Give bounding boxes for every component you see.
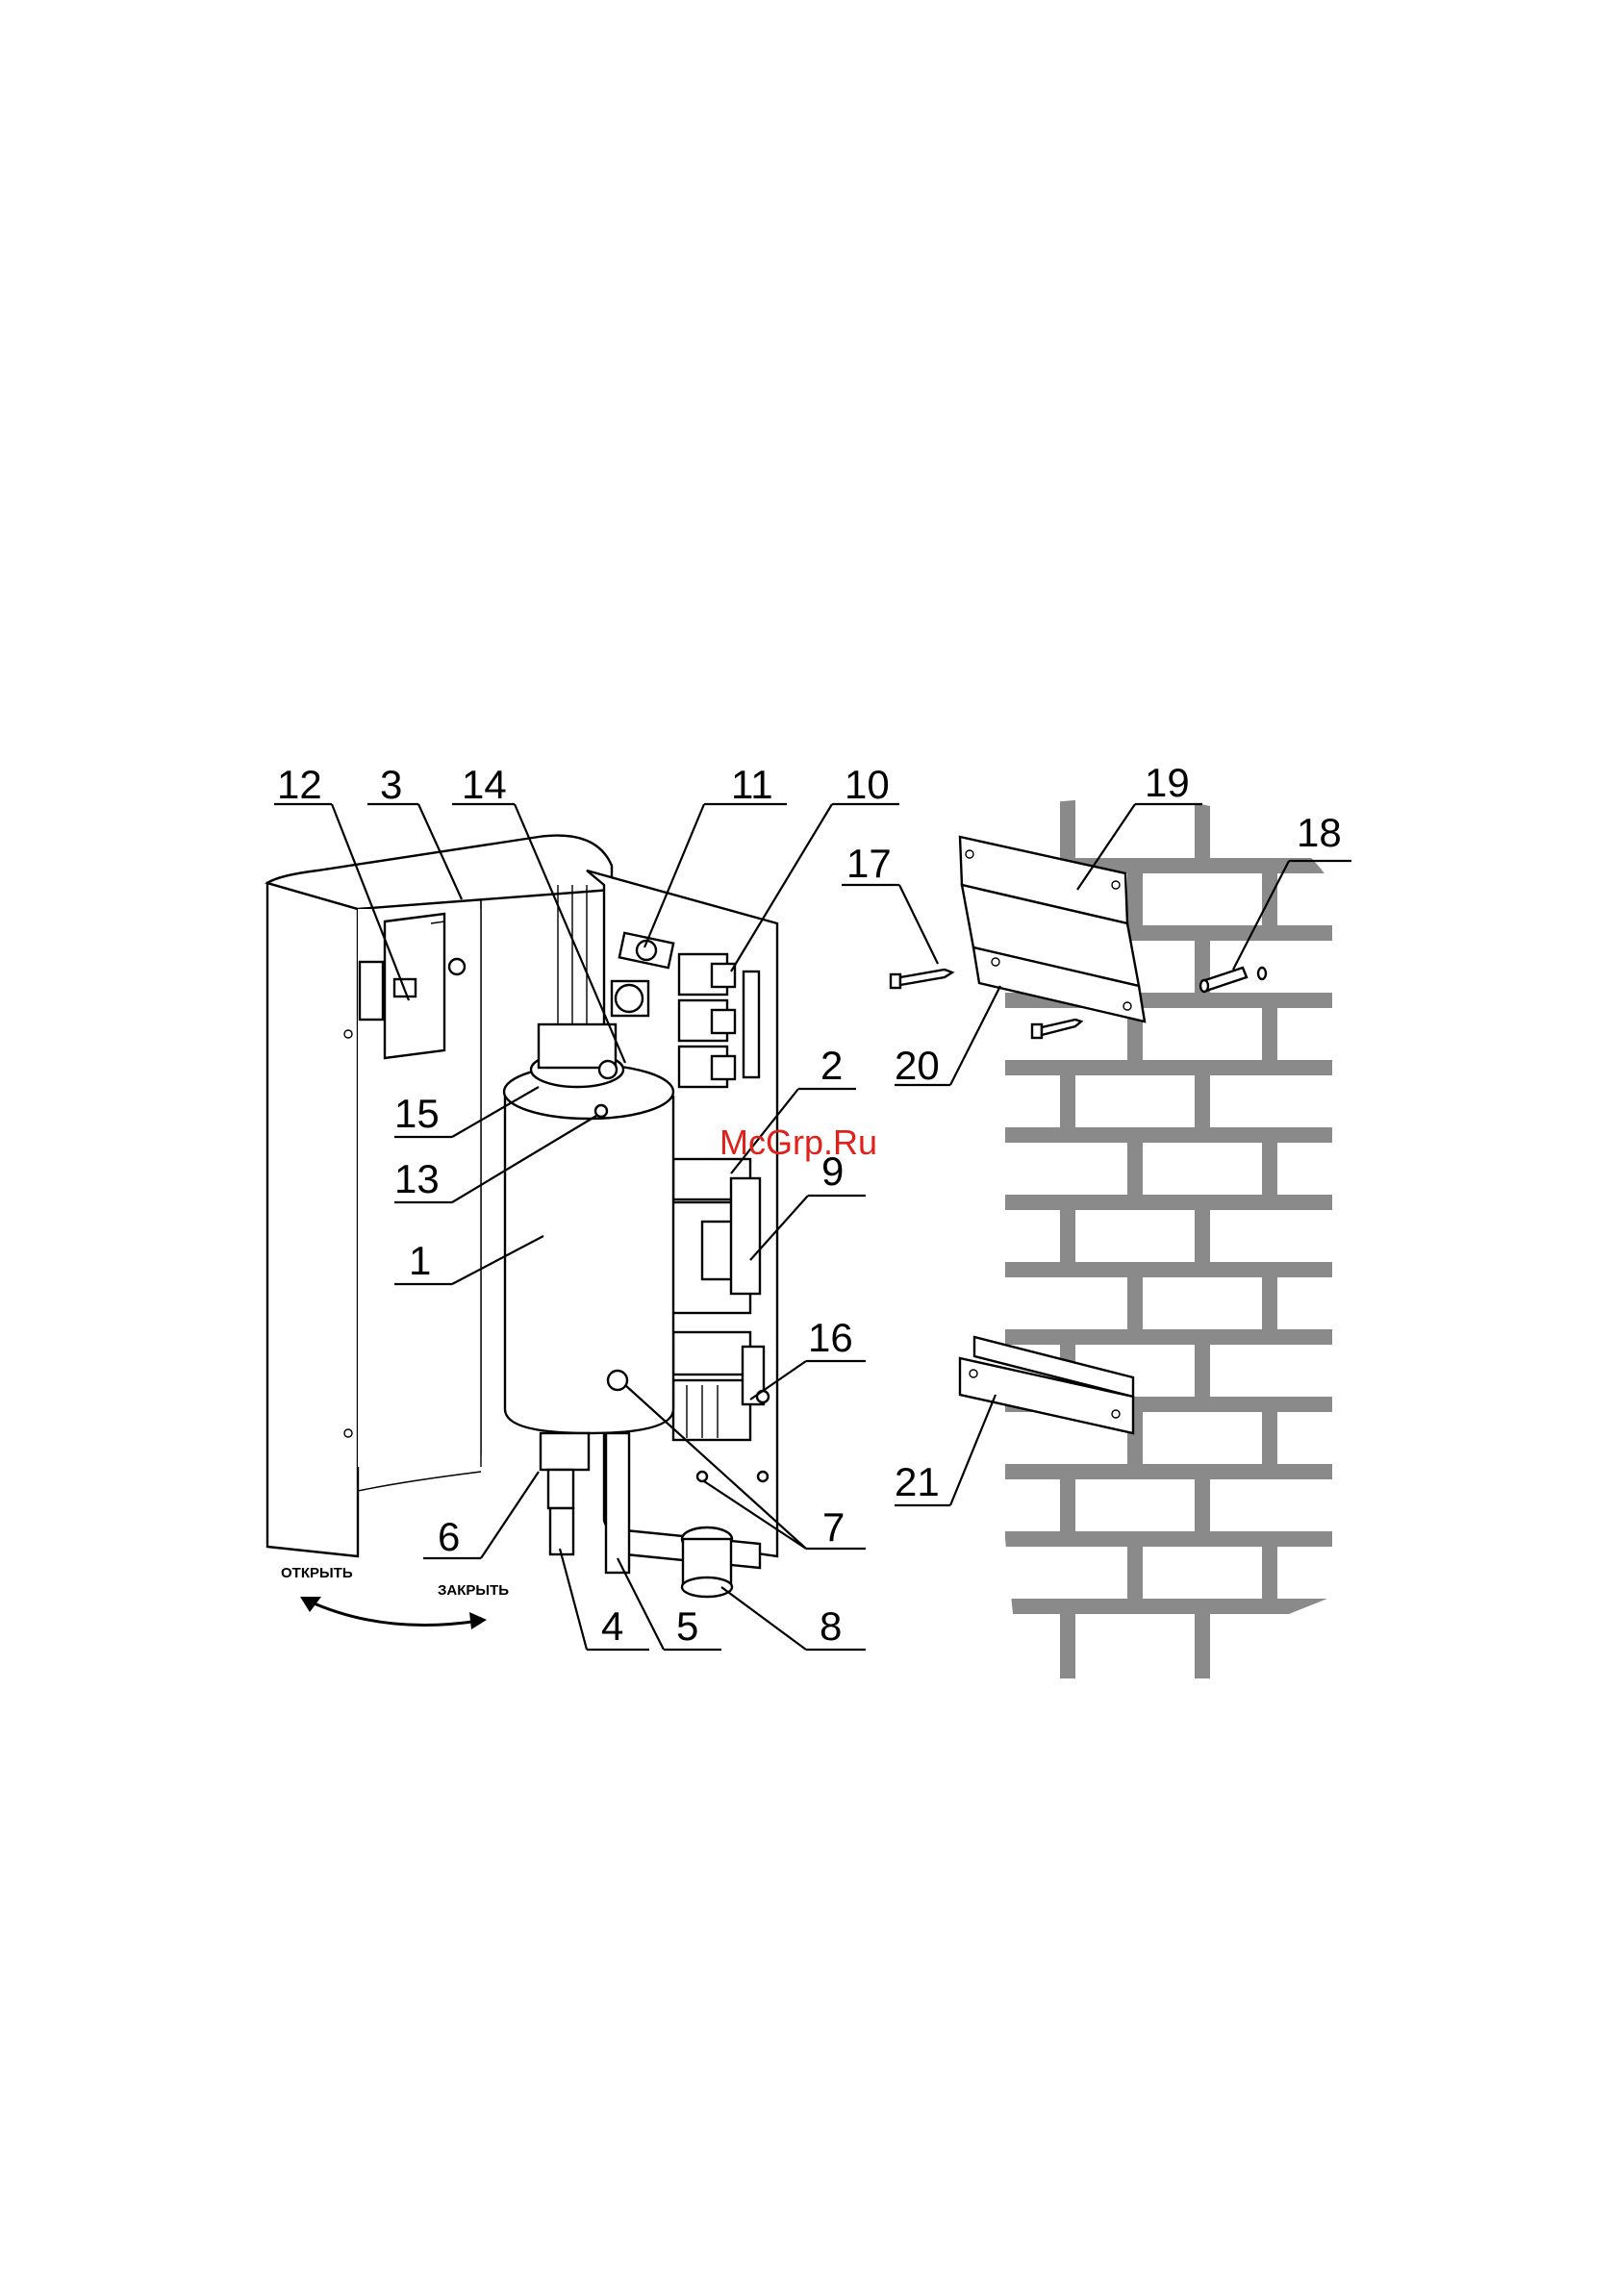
callout-18: 18 bbox=[1297, 810, 1342, 855]
callout-7: 7 bbox=[822, 1504, 845, 1550]
callout-10: 10 bbox=[845, 762, 890, 807]
callout-15: 15 bbox=[394, 1091, 440, 1136]
watermark: McGrp.Ru bbox=[719, 1123, 877, 1162]
screw-20 bbox=[1032, 1020, 1081, 1038]
callout-4: 4 bbox=[601, 1603, 623, 1649]
dowel-18 bbox=[1200, 968, 1266, 992]
callout-6: 6 bbox=[438, 1514, 460, 1559]
callout-5: 5 bbox=[676, 1603, 698, 1649]
open-label: ОТКРЫТЬ bbox=[281, 1565, 353, 1581]
callout-17: 17 bbox=[846, 841, 892, 886]
open-close-indicator: ОТКРЫТЬ ЗАКРЫТЬ bbox=[281, 1565, 509, 1629]
callout-21: 21 bbox=[895, 1459, 940, 1504]
callout-1: 1 bbox=[409, 1238, 431, 1283]
close-label: ЗАКРЫТЬ bbox=[438, 1582, 509, 1599]
callout-19: 19 bbox=[1145, 760, 1190, 805]
screw-17 bbox=[891, 970, 952, 988]
callout-16: 16 bbox=[808, 1315, 853, 1360]
callout-12: 12 bbox=[277, 762, 322, 807]
callout-13: 13 bbox=[394, 1156, 440, 1201]
callout-20: 20 bbox=[895, 1043, 940, 1088]
callout-8: 8 bbox=[820, 1603, 842, 1649]
callout-2: 2 bbox=[820, 1043, 843, 1088]
callout-11: 11 bbox=[731, 762, 773, 807]
curved-double-arrow-icon bbox=[300, 1597, 487, 1629]
callout-3: 3 bbox=[380, 762, 402, 807]
callout-14: 14 bbox=[462, 762, 507, 807]
